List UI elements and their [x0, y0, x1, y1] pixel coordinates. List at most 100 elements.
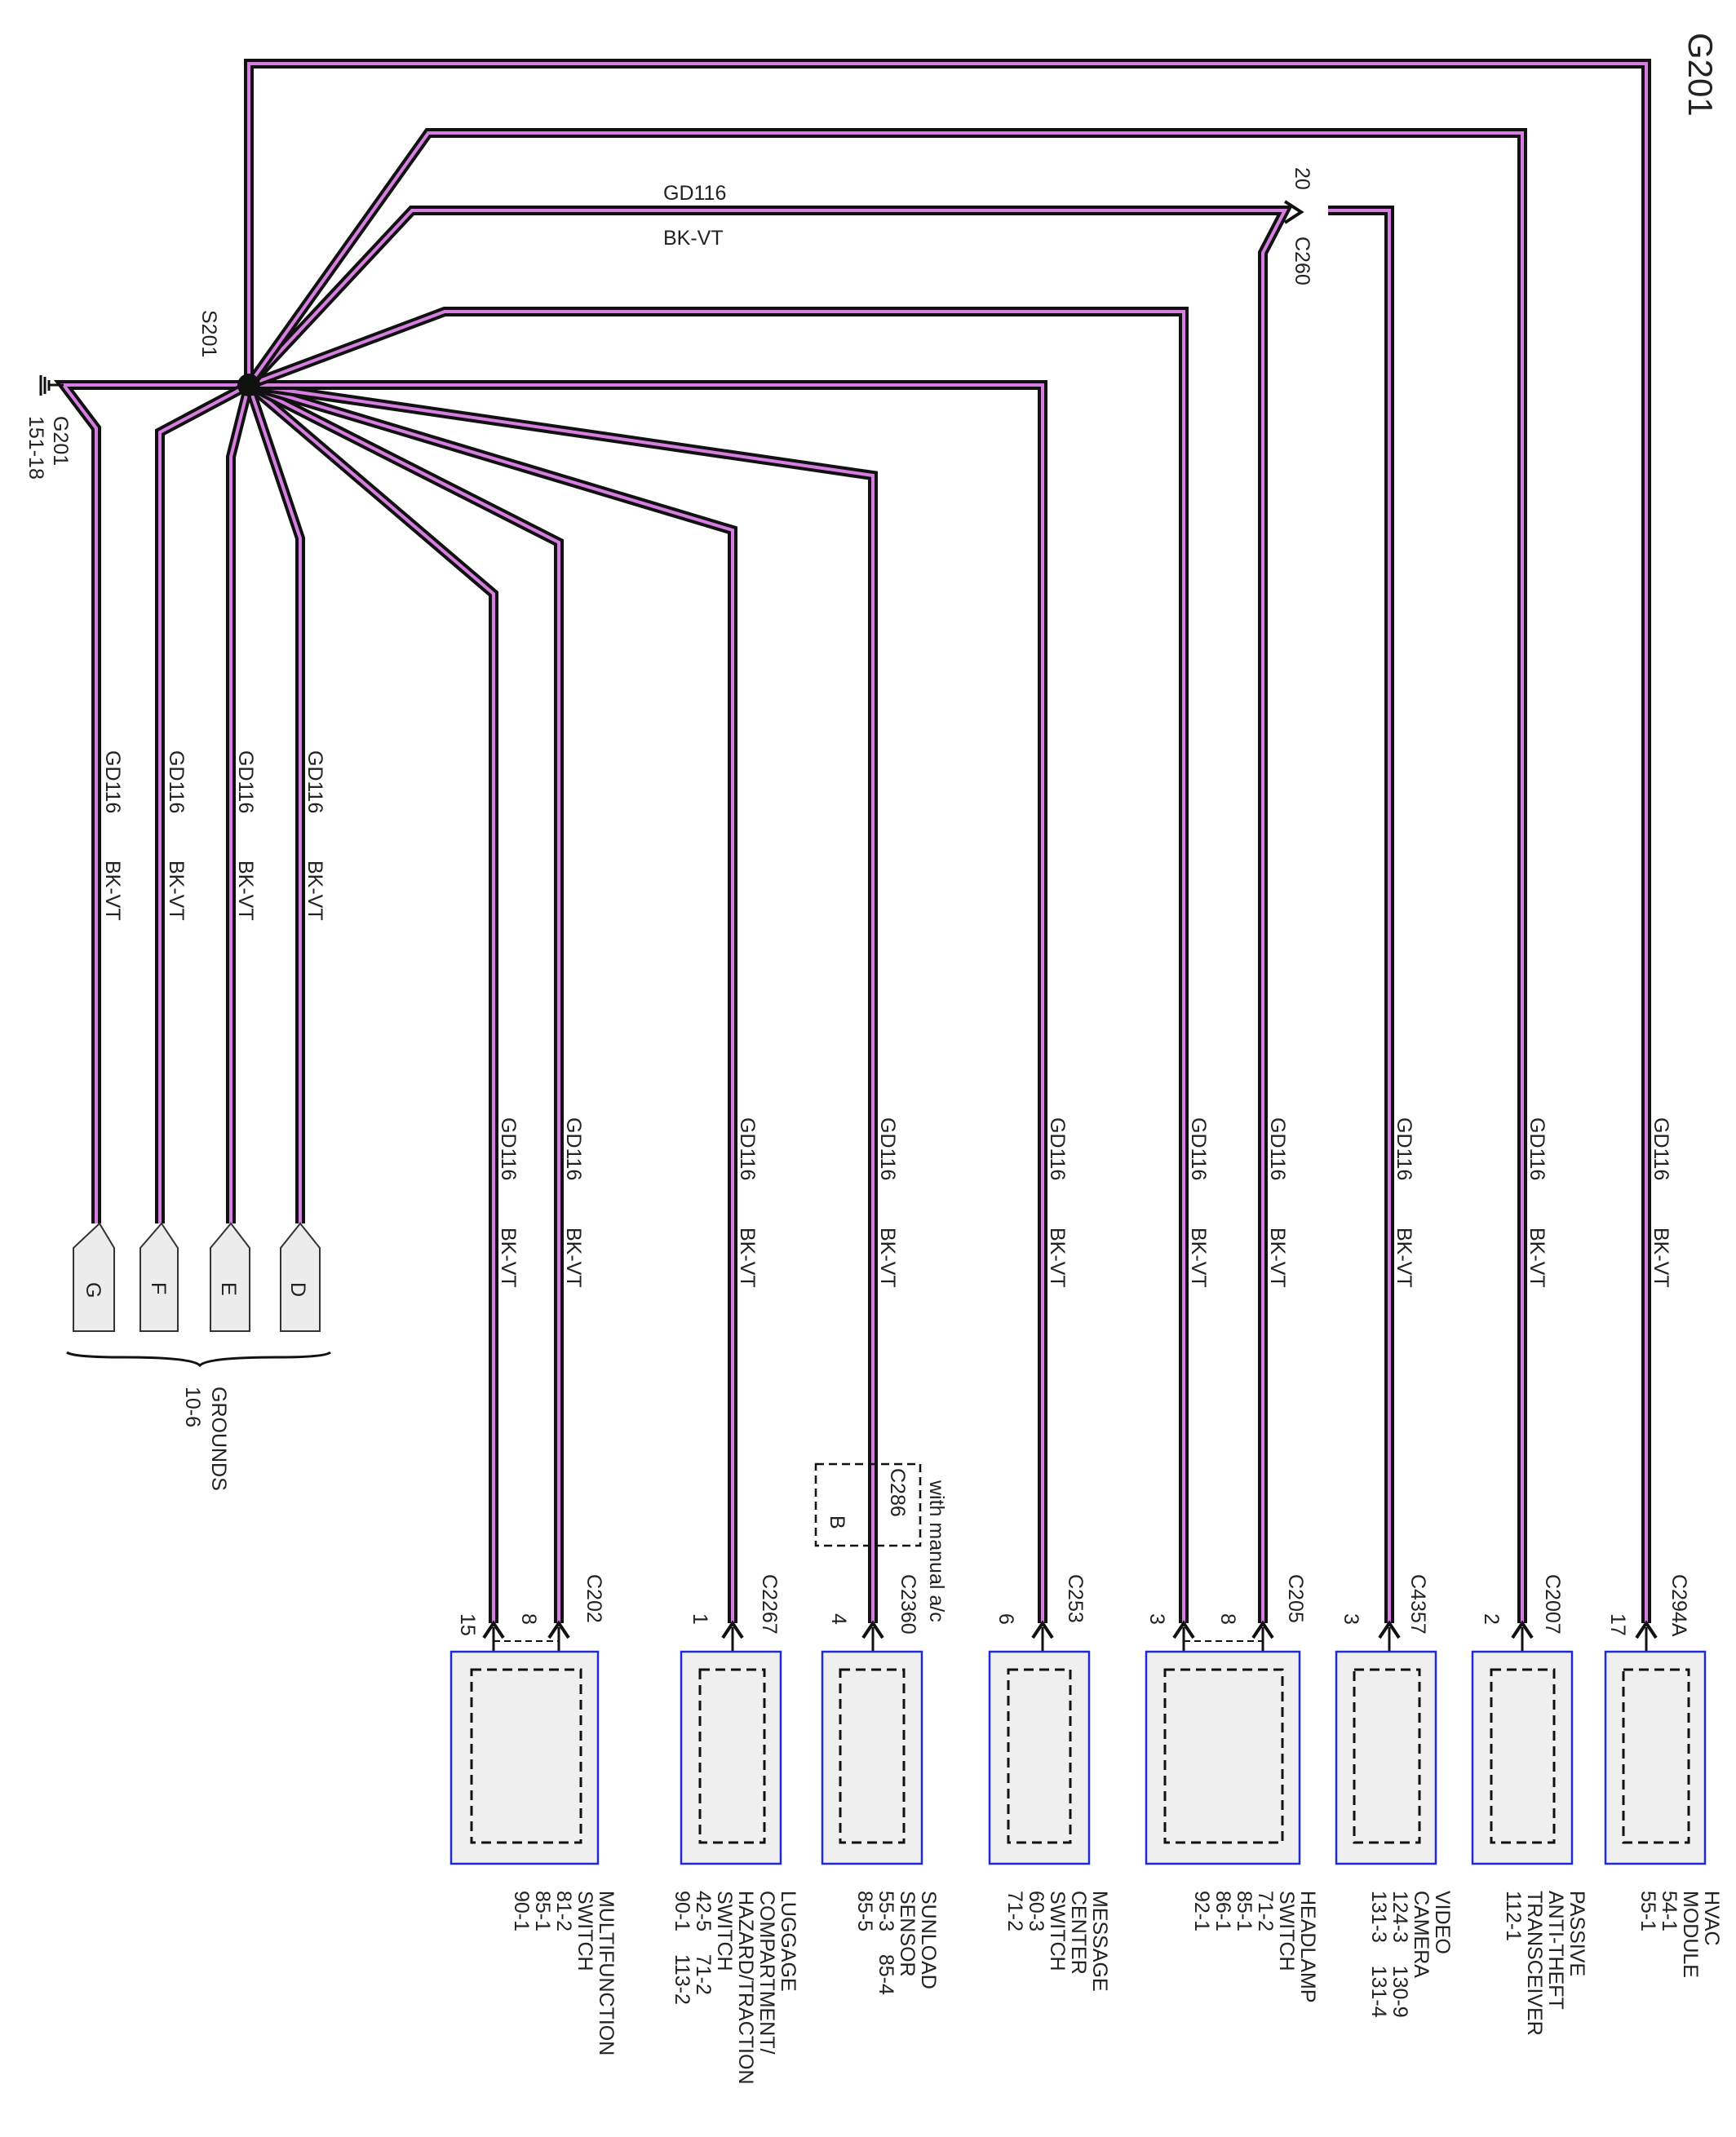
pin-number: 8 — [517, 1613, 540, 1625]
ground-wire-d: GD116 BK-VT D — [280, 750, 326, 1332]
optional-note: with manual a/c — [925, 1480, 948, 1622]
wire-outline — [246, 381, 498, 1623]
wire-core — [247, 131, 1524, 1623]
wire-color-label: BK-VT — [736, 1228, 759, 1288]
connector-arrow-icon — [1635, 1620, 1658, 1639]
ground-icon — [39, 375, 64, 396]
ground-wire-f: GD116 BK-VT F — [140, 750, 188, 1332]
component-name-line: PASSIVE — [1566, 1891, 1588, 1976]
connector-label: C202 — [582, 1574, 605, 1623]
component-ref-line: 60-3 — [1025, 1891, 1047, 1931]
wire-color-label: BK-VT — [101, 861, 124, 921]
component-name-line: HEADLAMP — [1296, 1891, 1319, 2003]
ground-tab-letter: E — [217, 1282, 240, 1296]
connector-label: C294A — [1667, 1574, 1690, 1637]
component-name-line: HAZARD/TRACTION — [734, 1891, 757, 2085]
wire-circuit-label: GD116 — [1187, 1117, 1210, 1180]
ground-g201: G201 151-18 — [24, 375, 72, 480]
pin-number: 3 — [1340, 1613, 1362, 1625]
top-wire-color: BK-VT — [663, 227, 724, 250]
component-outline — [1145, 1650, 1301, 1865]
connector-arrow-icon — [547, 1620, 570, 1639]
wire-color-label: BK-VT — [1266, 1228, 1289, 1288]
wire-core — [247, 383, 495, 1623]
wire-core — [247, 384, 302, 1223]
connector-arrow-icon — [861, 1620, 884, 1639]
component-ref-line: 85-1 — [531, 1891, 554, 1931]
wire-circuit-label: GD116 — [234, 750, 257, 813]
component-ref-line: 112-1 — [1502, 1891, 1525, 1941]
wire-circuit-label: GD116 — [1046, 1117, 1069, 1180]
component-ref-line: 85-1 — [1233, 1891, 1256, 1931]
component-outline — [821, 1650, 923, 1865]
component-name-line: SWITCH — [1046, 1891, 1069, 1971]
connector-arrow-icon — [1172, 1620, 1195, 1639]
component-ref-line: 90-1 — [510, 1891, 533, 1931]
component-name-line: CENTER — [1067, 1891, 1090, 1975]
wire-circuit-label: GD116 — [562, 1117, 585, 1180]
optional-connector-label: C286 — [886, 1468, 909, 1517]
connector-label: C4357 — [1406, 1574, 1429, 1635]
component-inner-outline — [1007, 1668, 1072, 1844]
ground-tab — [140, 1222, 179, 1332]
ground-tab-letter: D — [286, 1282, 309, 1297]
ground-wire-g: GD116 BK-VT G — [73, 750, 124, 1332]
ground-label: G201 — [49, 416, 72, 466]
component-outline — [1604, 1650, 1707, 1865]
fan-ground-group: GD116 BK-VT G GD116 BK-VT F GD116 BK-VT … — [73, 750, 326, 1332]
component-ref-line: 81-2 — [552, 1891, 575, 1931]
ground-tab-letter: G — [82, 1282, 104, 1298]
component-name-line: LUGGAGE — [777, 1891, 799, 1992]
pin-number: 3 — [1145, 1613, 1168, 1625]
component-outline — [680, 1650, 782, 1865]
wire-circuit-label: GD116 — [736, 1117, 759, 1180]
component-inner-outline — [1490, 1668, 1556, 1844]
wire-outline — [244, 59, 1651, 1623]
component-outline — [988, 1650, 1091, 1865]
component-inner-outline — [839, 1668, 906, 1844]
pin-number: 17 — [1606, 1613, 1629, 1636]
wire-color-label: BK-VT — [303, 861, 326, 921]
pin-number: 6 — [994, 1613, 1017, 1625]
component-ref-line: 42-5 71-2 — [692, 1891, 715, 1995]
ground-wire-e: GD116 BK-VT E — [210, 750, 257, 1332]
inline-connector-c260: 20 C260 — [1283, 167, 1313, 285]
component-name-line: TRANSCEIVER — [1523, 1891, 1546, 2036]
wire-outline — [245, 206, 1293, 1623]
component-name-line: SUNLOAD — [917, 1891, 940, 1989]
component-name-line: MULTIFUNCTION — [595, 1891, 618, 2055]
pin-number: 1 — [689, 1613, 711, 1625]
wire-layer — [53, 59, 1651, 1623]
connector-label: C2360 — [897, 1574, 919, 1635]
connector-arrow-icon — [1511, 1620, 1534, 1639]
pin-number: 2 — [1480, 1613, 1503, 1625]
component-name-line: VIDEO — [1431, 1891, 1454, 1954]
ground-tab — [280, 1222, 321, 1332]
optional-connector-pin: B — [826, 1515, 848, 1529]
top-wire-circuit: GD116 — [663, 182, 726, 205]
component-inner-outline — [698, 1668, 766, 1844]
inline-connector-label: C260 — [1291, 237, 1313, 285]
component-inner-outline — [1622, 1668, 1690, 1844]
wire-core — [247, 62, 1648, 1623]
component-name-line: SWITCH — [1275, 1891, 1298, 1971]
wire-core — [248, 383, 560, 1623]
component-name-line: SWITCH — [574, 1891, 596, 1971]
ground-tab-letter: F — [147, 1282, 170, 1294]
wire-core — [247, 209, 1288, 1623]
connector-label: C205 — [1284, 1574, 1307, 1623]
component-outline — [1335, 1650, 1437, 1865]
component-name-line: SENSOR — [896, 1891, 919, 1977]
wire-outline — [1328, 206, 1394, 1623]
ground-ref: 151-18 — [24, 416, 47, 480]
pin-number: 15 — [456, 1613, 479, 1636]
wire-core — [249, 383, 1044, 1623]
wire-color-label: BK-VT — [234, 861, 257, 921]
component-name-line: HVAC — [1700, 1891, 1723, 1946]
